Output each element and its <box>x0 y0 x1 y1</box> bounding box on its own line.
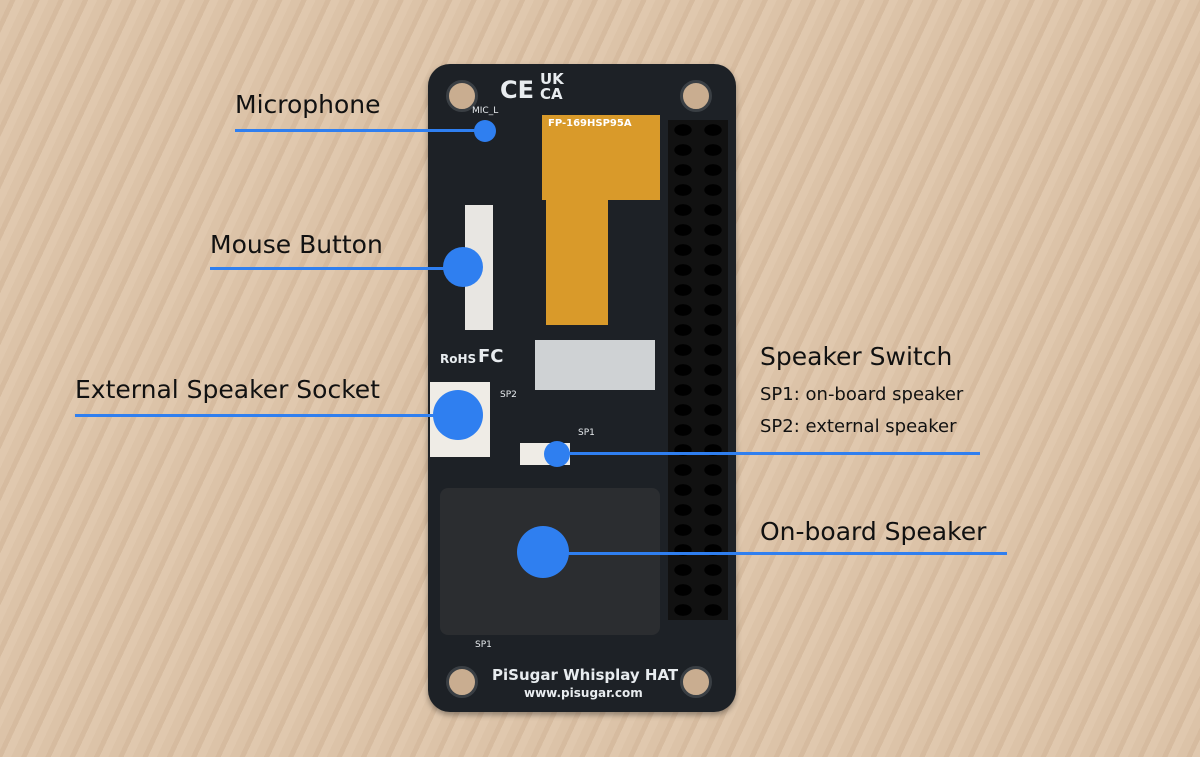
display-flex-cable-tail <box>546 195 608 325</box>
leader-line-onboard-speaker <box>543 552 1007 555</box>
leader-line-microphone <box>235 129 485 132</box>
label-onboard-speaker: On-board Speaker <box>760 517 987 546</box>
mount-hole <box>680 80 712 112</box>
sp2-silkscreen: SP2 <box>500 390 517 400</box>
board-url: www.pisugar.com <box>524 686 643 700</box>
marker-mouse-button <box>443 247 483 287</box>
label-microphone: Microphone <box>235 90 381 119</box>
mount-hole <box>446 666 478 698</box>
mount-hole <box>446 80 478 112</box>
label-mouse-button: Mouse Button <box>210 230 383 259</box>
label-speaker-switch: Speaker Switch <box>760 342 953 371</box>
fpc-connector <box>535 340 655 390</box>
marker-speaker-switch <box>544 441 570 467</box>
leader-line-external-speaker-socket <box>75 414 460 417</box>
ukca-line-2: CA <box>540 85 563 103</box>
board-name: PiSugar Whisplay HAT <box>492 666 679 684</box>
ce-mark: CE <box>500 76 535 104</box>
mic-silkscreen: MIC_L <box>472 106 499 116</box>
speaker-switch-sp2-note: SP2: external speaker <box>760 416 957 437</box>
ukca-line-1: UK <box>540 70 564 88</box>
label-external-speaker-socket: External Speaker Socket <box>75 375 380 404</box>
marker-microphone <box>474 120 496 142</box>
rohs-mark: RoHS <box>440 352 477 366</box>
leader-line-mouse-button <box>210 267 460 270</box>
fpc-code: FP-169HSP95A <box>548 118 632 129</box>
gpio-header <box>668 120 728 620</box>
sp1-silkscreen-bottom: SP1 <box>475 640 492 650</box>
sp1-silkscreen: SP1 <box>578 428 595 438</box>
mount-hole <box>680 666 712 698</box>
marker-external-speaker-socket <box>433 390 483 440</box>
fc-mark: FC <box>478 346 504 367</box>
display-flex-cable <box>542 115 660 200</box>
speaker-switch-sp1-note: SP1: on-board speaker <box>760 384 964 405</box>
leader-line-speaker-switch <box>557 452 980 455</box>
marker-onboard-speaker <box>517 526 569 578</box>
